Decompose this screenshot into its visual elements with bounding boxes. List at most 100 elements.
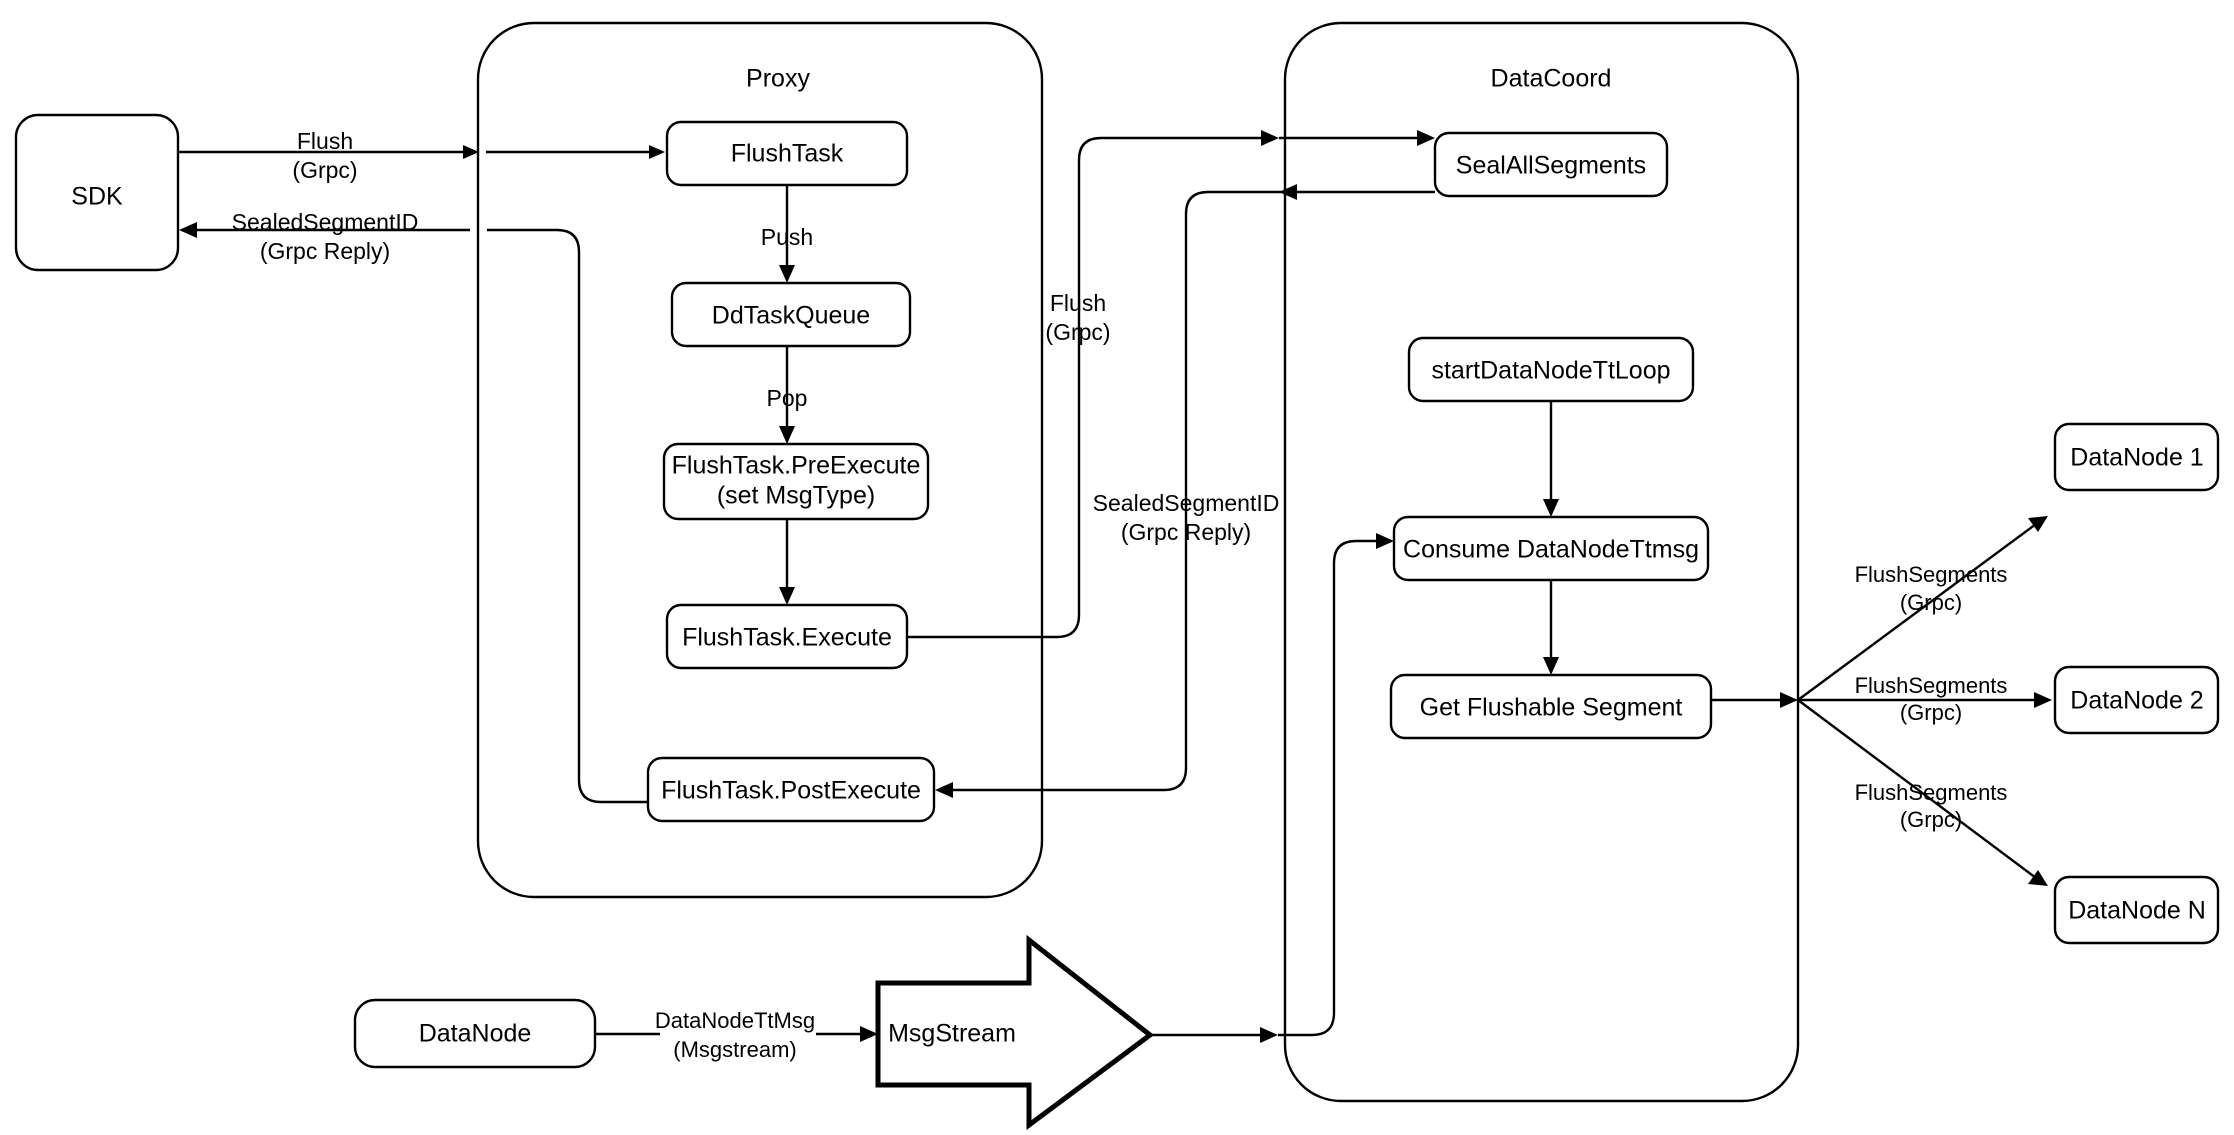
seal-all-segments-label: SealAllSegments <box>1456 152 1646 180</box>
edge-sdk-to-proxy: Flush (Grpc) <box>178 128 665 183</box>
get-flushable-segment-box[interactable] <box>1389 673 1713 740</box>
seal-all-segments-box[interactable] <box>1433 131 1669 198</box>
arrowhead-icon <box>860 1026 878 1042</box>
arrowhead-icon <box>1279 184 1297 200</box>
flushtask-preexecute-label-line1: FlushTask.PreExecute <box>672 452 921 480</box>
datanode-source-label: DataNode <box>419 1020 532 1048</box>
consume-datanode-ttmsg-label: Consume DataNodeTtmsg <box>1403 536 1699 564</box>
edge-push: Push <box>761 185 813 283</box>
datanode-1-label: DataNode 1 <box>2070 444 2203 472</box>
edge-label-datanodettmsg-line1: DataNodeTtMsg <box>655 1008 815 1033</box>
edge-pop: Pop <box>767 346 808 444</box>
arrowhead-icon <box>2034 692 2052 708</box>
node-dd-task-queue[interactable]: DdTaskQueue <box>670 281 912 348</box>
edge-flushsegments-datanode1: FlushSegments (Grpc) <box>1797 516 2048 701</box>
flushtask-preexecute-box[interactable] <box>662 442 930 521</box>
arrowhead-icon <box>1376 533 1394 549</box>
edge-label-coord-to-proxy-line1: SealedSegmentID <box>1093 490 1280 516</box>
node-flush-task[interactable]: FlushTask <box>665 120 909 187</box>
edge-label-push: Push <box>761 224 813 250</box>
flushtask-execute-label: FlushTask.Execute <box>682 624 892 652</box>
sdk-box[interactable] <box>14 113 180 272</box>
node-sdk[interactable]: SDK <box>14 113 180 272</box>
datacoord-container <box>1283 21 1800 1103</box>
group-datacoord: DataCoord <box>1283 21 1800 1103</box>
arrowhead-icon <box>935 782 953 798</box>
edge-label-flushsegments-1-line2: (Grpc) <box>1900 590 1962 615</box>
edge-flushable-to-junction <box>1711 692 1798 708</box>
edge-flushsegments-datanode2: FlushSegments (Grpc) <box>1798 673 2052 725</box>
datacoord-title: DataCoord <box>1491 65 1612 93</box>
arrowhead-icon <box>2028 870 2048 886</box>
edge-label-datanodettmsg-line2: (Msgstream) <box>673 1037 796 1062</box>
node-seal-all-segments[interactable]: SealAllSegments <box>1433 131 1669 198</box>
node-consume-datanode-ttmsg[interactable]: Consume DataNodeTtmsg <box>1392 515 1710 582</box>
edge-label-flushsegments-2-line2: (Grpc) <box>1900 700 1962 725</box>
node-datanode-1[interactable]: DataNode 1 <box>2053 422 2220 492</box>
start-datanode-tt-loop-label: startDataNodeTtLoop <box>1431 357 1670 385</box>
node-flushtask-preexecute[interactable]: FlushTask.PreExecute (set MsgType) <box>662 442 930 521</box>
edge-label-flushsegments-2-line1: FlushSegments <box>1855 673 2008 698</box>
edge-label-flush-grpc-line1: Flush <box>297 128 353 154</box>
node-start-datanode-tt-loop[interactable]: startDataNodeTtLoop <box>1407 336 1695 403</box>
datanode-2-label: DataNode 2 <box>2070 687 2203 715</box>
node-datanode-2[interactable]: DataNode 2 <box>2053 665 2220 735</box>
sdk-label: SDK <box>71 183 123 211</box>
dd-task-queue-label: DdTaskQueue <box>712 302 870 330</box>
edge-ttloop-to-consume <box>1543 401 1559 517</box>
edge-label-coord-to-proxy-line2: (Grpc Reply) <box>1121 519 1251 545</box>
node-get-flushable-segment[interactable]: Get Flushable Segment <box>1389 673 1713 740</box>
edge-msgstream-to-consume <box>1150 533 1394 1043</box>
edge-label-pop: Pop <box>767 385 808 411</box>
edge-flush-to-datacoord: Flush (Grpc) <box>907 130 1435 639</box>
edge-label-flush-to-coord-line2: (Grpc) <box>1045 319 1110 345</box>
node-datanode-source[interactable]: DataNode <box>353 998 597 1069</box>
edge-postexecute-return <box>487 228 648 804</box>
arrowhead-icon <box>779 265 795 283</box>
msgstream-label: MsgStream <box>888 1020 1016 1048</box>
node-datanode-n[interactable]: DataNode N <box>2053 875 2220 945</box>
get-flushable-segment-label: Get Flushable Segment <box>1420 694 1683 722</box>
flushtask-postexecute-label: FlushTask.PostExecute <box>661 777 921 805</box>
arrowhead-icon <box>1543 499 1559 517</box>
arrowhead-icon <box>2028 516 2048 532</box>
edge-consume-to-flushable <box>1543 580 1559 675</box>
arrowhead-icon <box>1543 657 1559 675</box>
datanode-2-box[interactable] <box>2053 665 2220 735</box>
arrowhead-icon <box>1261 130 1279 146</box>
proxy-title: Proxy <box>746 65 810 93</box>
msgstream-arrow-shape[interactable] <box>875 934 1155 1130</box>
edge-label-flush-grpc-line2: (Grpc) <box>292 157 357 183</box>
node-msgstream[interactable]: MsgStream <box>875 934 1155 1130</box>
edge-label-flushsegments-n-line2: (Grpc) <box>1900 807 1962 832</box>
arrowhead-icon <box>463 145 479 159</box>
edge-proxy-to-sdk: SealedSegmentID (Grpc Reply) <box>179 209 470 264</box>
datanode-n-box[interactable] <box>2053 875 2220 945</box>
edge-flushsegments-datanodeN: FlushSegments (Grpc) <box>1797 699 2048 886</box>
flush-task-label: FlushTask <box>731 140 844 168</box>
datanode-n-label: DataNode N <box>2068 897 2206 925</box>
node-flushtask-postexecute[interactable]: FlushTask.PostExecute <box>646 756 936 823</box>
flushtask-postexecute-box[interactable] <box>646 756 936 823</box>
edge-datanode-to-msgstream: DataNodeTtMsg (Msgstream) <box>595 1008 878 1062</box>
edge-label-sealedsegmentid-line2: (Grpc Reply) <box>260 238 390 264</box>
group-proxy: Proxy <box>476 21 1044 899</box>
edge-label-flushsegments-n-line1: FlushSegments <box>1855 780 2008 805</box>
arrowhead-icon <box>1417 130 1435 146</box>
flushtask-preexecute-label-line2: (set MsgType) <box>717 482 875 510</box>
arrowhead-icon <box>779 426 795 444</box>
edge-preexecute-to-execute <box>779 519 795 605</box>
node-flushtask-execute[interactable]: FlushTask.Execute <box>665 603 909 670</box>
edge-label-flush-to-coord-line1: Flush <box>1050 290 1106 316</box>
edge-label-flushsegments-1-line1: FlushSegments <box>1855 562 2008 587</box>
arrowhead-icon <box>649 145 665 159</box>
edge-label-sealedsegmentid-line1: SealedSegmentID <box>232 209 419 235</box>
arrowhead-icon <box>1260 1027 1278 1043</box>
arrowhead-icon <box>179 222 197 238</box>
dd-task-queue-box[interactable] <box>670 281 912 348</box>
datanode-1-box[interactable] <box>2053 422 2220 492</box>
arrowhead-icon <box>779 587 795 605</box>
edge-sealedsegmentid-to-proxy: SealedSegmentID (Grpc Reply) <box>935 184 1435 798</box>
